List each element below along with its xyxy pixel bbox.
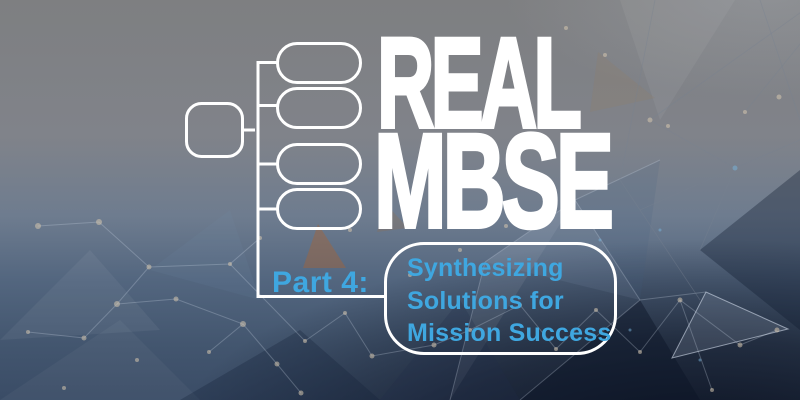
tree-root-node <box>185 102 244 158</box>
tree-child-node-2 <box>276 87 362 129</box>
title-line-mbse: MBSE <box>373 107 616 256</box>
subtitle-line-3: Mission Success <box>407 319 612 347</box>
tree-child-node-1 <box>276 42 362 84</box>
subtitle-line-1: Synthesizing <box>407 254 564 282</box>
constellation-dots <box>26 26 782 396</box>
tree-child-node-4 <box>276 188 362 230</box>
subtitle-callout: Synthesizing Solutions for Mission Succe… <box>384 242 617 355</box>
tree-child-node-3 <box>276 143 362 185</box>
accent-dots <box>598 165 738 362</box>
title-line-real: REAL <box>376 12 583 155</box>
part-label: Part 4: <box>272 266 369 299</box>
mesh-lines-gray <box>619 0 800 301</box>
trunk-connector-line <box>256 61 384 298</box>
subtitle-line-2: Solutions for <box>407 286 564 315</box>
